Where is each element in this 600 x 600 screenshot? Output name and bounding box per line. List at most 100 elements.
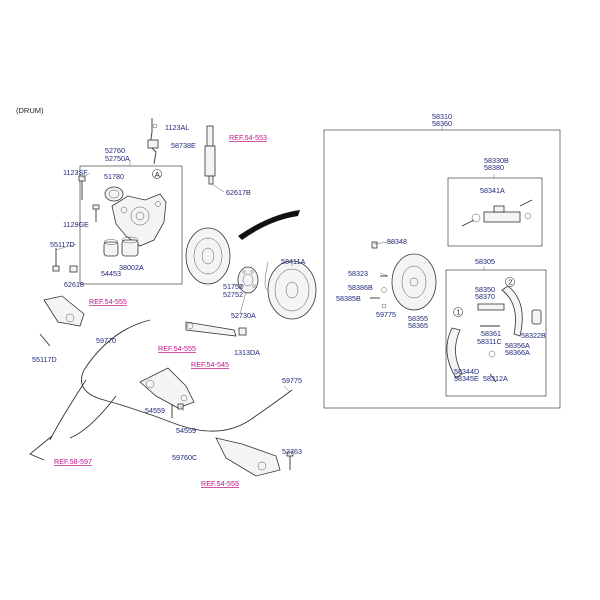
label-58323: 58323 [348,269,368,278]
label-1313DA: 1313DA [234,348,260,357]
callout-1-text: 1 [456,308,460,317]
nut-1313DA [238,327,247,336]
brake-shoe-box [445,269,547,397]
label-58322B: 58322B [521,331,546,340]
knuckle-group-box [79,165,183,285]
label-59770: 59770 [96,336,116,345]
ref-link-58-597[interactable]: REF.58-597 [54,457,92,466]
label-59760C: 59760C [172,453,197,462]
leader-58323 [379,272,389,277]
label-58380: 58380 [484,163,504,172]
label-54453: 54453 [101,269,121,278]
label-58345E: 58345E [454,374,479,383]
leader-55117D [55,243,77,251]
label-58365: 58365 [408,321,428,330]
label-58385B: 58385B [336,294,361,303]
bolt-52763 [286,451,294,470]
rear-knuckle [111,193,167,247]
label-58386B: 58386B [348,283,373,292]
label-38002A: 38002A [119,263,144,272]
backing-plate-58365 [391,253,437,311]
callout-a-knuckle [152,169,162,179]
label-58361: 58361 [481,329,501,338]
assembly-arrow-icon [238,210,300,240]
brake-hose-bracket [147,118,159,165]
label-52763: 52763 [282,447,302,456]
label-58350: 58350 [475,285,495,294]
label-54559-a: 54559 [145,406,165,415]
label-59775-box: 59775 [376,310,396,319]
leader-54559 [179,405,185,412]
backing-plate-center [185,227,231,285]
label-58360: 58360 [432,119,452,128]
shock-absorber [204,125,216,185]
trailing-arm-upper [43,295,85,327]
leader-62617B [211,183,225,193]
bolt-55117D-top [52,248,60,272]
label-58411A: 58411A [281,257,305,266]
callout-1 [453,307,463,317]
label-54559-b: 54559 [176,426,196,435]
leader-1123SF [81,172,91,179]
label-51752: 51752 [223,282,243,291]
label-55117D-bottom: 55117D [32,355,57,364]
label-58348: 58348 [387,237,407,246]
label-62617B: 62617B [226,188,251,197]
label-51780: 51780 [104,172,124,181]
label-58312A: 58312A [483,374,508,383]
ref-link-54-555-left[interactable]: REF.54-555 [89,297,127,306]
leader-59775 [283,385,291,393]
wheel-cylinder [461,199,533,227]
label-58305: 58305 [475,257,495,266]
label-58341A: 58341A [480,186,505,195]
label-58738E: 58738E [171,141,196,150]
label-1123SF: 1123SF [63,168,88,177]
callout-2-text: 2 [508,278,512,287]
label-58330B: 58330B [484,156,509,165]
variant-label: (DRUM) [16,106,44,115]
lateral-arm [185,321,237,337]
hub-bearing-51752 [237,266,259,294]
bushing-38002A [121,236,139,257]
rear-lower-arm [215,437,281,477]
ref-link-54-555-mid[interactable]: REF.54-555 [158,344,196,353]
brake-drum-58411A [264,260,317,320]
adjuster-parts [477,303,505,383]
label-1129GE: 1129GE [63,220,89,229]
callout-2 [505,277,515,287]
lower-control-arm [139,367,195,409]
leader-52730A [239,291,247,315]
brake-shoe-1 [446,327,463,379]
label-58356A: 58356A [505,341,530,350]
label-52750A: 52750A [105,154,130,163]
label-52752: 52752 [223,290,243,299]
label-58366A: 58366A [505,348,530,357]
ref-link-54-555-bottom[interactable]: REF.54-555 [201,479,239,488]
bushing-54453 [103,239,119,257]
label-58355: 58355 [408,314,428,323]
wheel-cylinder-box [447,177,543,247]
callout-a-knuckle-text: A [155,170,160,179]
nut-62618 [69,265,78,273]
bolt-1123SF [78,175,86,200]
ref-link-54-545[interactable]: REF.54-545 [191,360,229,369]
ref-link-54-553[interactable]: REF.54-553 [229,133,267,142]
label-62618: 62618 [64,280,84,289]
label-52760: 52760 [105,146,125,155]
brake-shoe-2 [501,285,523,337]
bolt-1129GE [92,204,100,222]
label-55117D-top: 55117D [50,240,75,249]
label-58310: 58310 [432,112,452,121]
parking-brake-cable [29,319,293,461]
small-parts-left [370,241,388,309]
label-58344D: 58344D [454,367,479,376]
label-58311C: 58311C [477,337,502,346]
seal-ring-51780 [104,186,124,202]
label-52730A: 52730A [231,311,256,320]
bolt-55117D-bottom [39,333,51,347]
label-59775-right: 59775 [282,376,302,385]
label-58370: 58370 [475,292,495,301]
leader-58348 [373,240,396,245]
